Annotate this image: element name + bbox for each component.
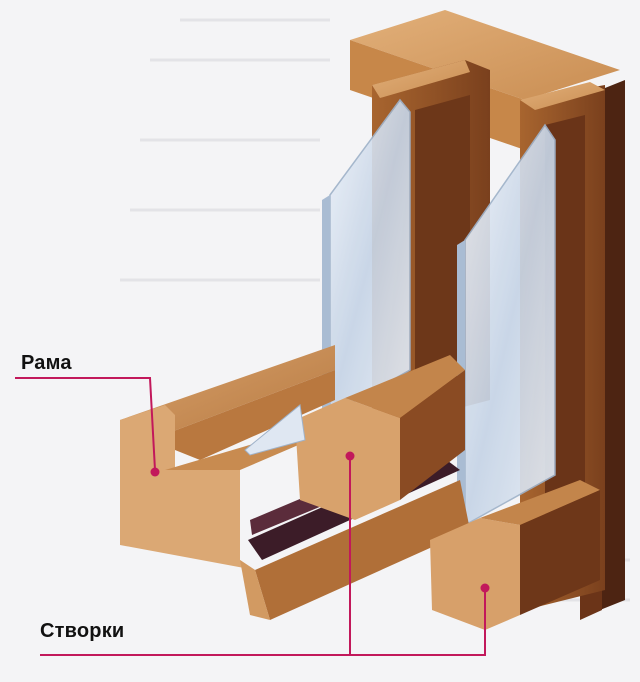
callout-lines (15, 377, 486, 656)
callout-dot-frame (150, 467, 160, 477)
callout-sash-line (40, 590, 486, 656)
glass-pane-left (329, 98, 411, 417)
callout-dot-sash-left (345, 451, 355, 461)
frame-label: Рама (21, 352, 72, 374)
sash-right-bottom (430, 480, 600, 630)
sashes-label: Створки (40, 620, 125, 642)
callout-dots (150, 451, 490, 593)
callout-dot-sash-right (480, 583, 490, 593)
callout-frame-line (15, 377, 156, 471)
glass-bottom-left (244, 404, 306, 456)
